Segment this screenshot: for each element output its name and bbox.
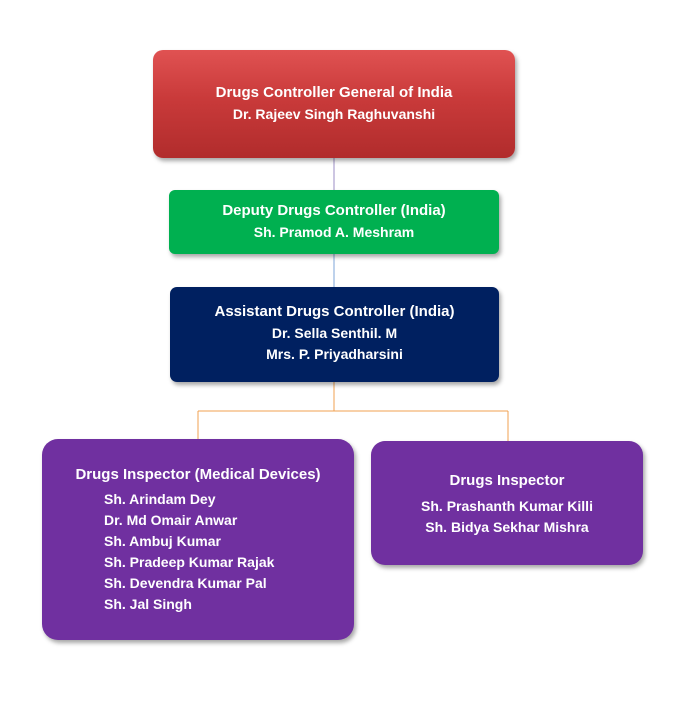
dcgi-member: Dr. Rajeev Singh Raghuvanshi — [232, 106, 436, 122]
inspector-medical-devices-member: Sh. Pradeep Kumar Rajak — [104, 554, 275, 570]
assistant-box: Assistant Drugs Controller (India) Dr. S… — [170, 287, 499, 382]
assistant-member: Dr. Sella Senthil. M — [271, 325, 398, 341]
inspector-medical-devices-title: Drugs Inspector (Medical Devices) — [75, 466, 321, 483]
inspector-medical-devices-box: Drugs Inspector (Medical Devices) Sh. Ar… — [42, 439, 354, 640]
inspector-medical-devices-member: Sh. Ambuj Kumar — [104, 533, 221, 549]
inspector-medical-devices-list: Sh. Arindam Dey Dr. Md Omair Anwar Sh. A… — [42, 489, 354, 615]
dcgi-box: Drugs Controller General of India Dr. Ra… — [153, 50, 515, 158]
inspector-medical-devices-member: Dr. Md Omair Anwar — [104, 512, 238, 528]
inspector-medical-devices-member: Sh. Devendra Kumar Pal — [104, 575, 267, 591]
inspector-medical-devices-member: Sh. Jal Singh — [104, 596, 192, 612]
inspector-member: Sh. Bidya Sekhar Mishra — [425, 519, 589, 535]
deputy-member: Sh. Pramod A. Meshram — [253, 224, 415, 240]
inspector-medical-devices-member: Sh. Arindam Dey — [104, 491, 216, 507]
deputy-box: Deputy Drugs Controller (India) Sh. Pram… — [169, 190, 499, 254]
inspector-title: Drugs Inspector — [449, 472, 565, 489]
assistant-title: Assistant Drugs Controller (India) — [214, 303, 455, 320]
dcgi-title: Drugs Controller General of India — [215, 84, 453, 101]
deputy-title: Deputy Drugs Controller (India) — [222, 202, 446, 219]
inspector-box: Drugs Inspector Sh. Prashanth Kumar Kill… — [371, 441, 643, 565]
assistant-member: Mrs. P. Priyadharsini — [266, 346, 403, 362]
inspector-member: Sh. Prashanth Kumar Killi — [421, 498, 593, 514]
